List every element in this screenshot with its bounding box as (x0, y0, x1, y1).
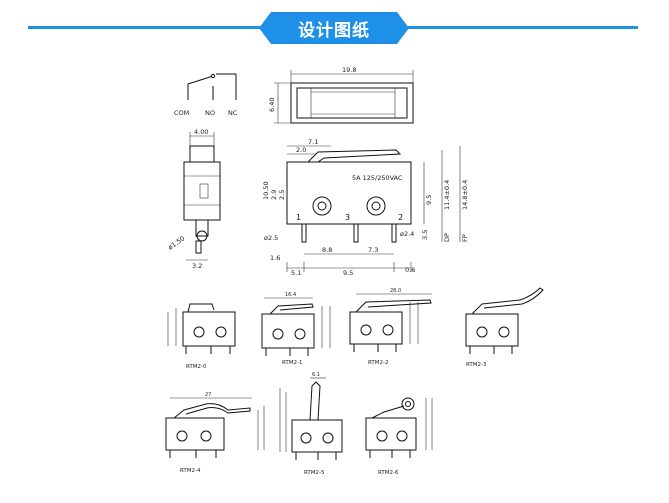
top-height-dim: 6.40 (268, 98, 276, 112)
right-hole-dim: ø2.4 (400, 230, 414, 238)
variant-name-rtm2-6: RTM2-6 (378, 470, 399, 476)
variant-name-rtm2-4: RTM2-4 (180, 468, 201, 474)
rating-text: 5A 125/250VAC (352, 174, 403, 182)
pin-spacing-1-3: 8.8 (322, 246, 332, 254)
variant-rtm2-0: RTM2-0 (167, 303, 236, 370)
pin-3-label: 3 (345, 213, 350, 222)
com-label: COM (174, 109, 189, 117)
pin-height-dim: 3.5 (421, 230, 429, 240)
no-label: NO (205, 109, 215, 117)
right-dim-2: 11.4±0.4 (443, 180, 451, 210)
front-view: 7.1 2.0 5A 125/250VAC 1 3 2 10.50 2.9 2.… (262, 138, 469, 277)
section-title: 设计图纸 (259, 12, 409, 44)
top-width-dim: 19.8 (342, 66, 356, 74)
variant-rtm2-6: RTM2-6 (365, 397, 433, 476)
side-width-dim: 4.00 (194, 128, 208, 136)
variant-lever-rtm2-4: 27 (205, 392, 211, 398)
height-dim-2: 2.9 (270, 190, 278, 200)
variant-name-rtm2-0: RTM2-0 (186, 364, 207, 370)
nc-label: NC (228, 109, 238, 117)
dp-label: DP (443, 233, 451, 242)
variant-lever-rtm2-1: 16.4 (285, 292, 296, 298)
right-dim-1: 9.5 (425, 195, 433, 205)
right-offset-dim: 0.6 (405, 266, 415, 274)
variant-name-rtm2-3: RTM2-3 (466, 362, 487, 368)
variant-lever-rtm2-5: 6.1 (312, 372, 320, 378)
side-offset-dim: 3.2 (192, 262, 202, 270)
height-dim-3: 2.5 (278, 190, 286, 200)
right-dim-3: 14.8±0.4 (461, 180, 469, 210)
pin-spacing-3-2: 7.3 (368, 246, 378, 254)
side-hole-dim: ø1.50 (167, 235, 187, 252)
lever-dim-b: 2.0 (296, 146, 306, 154)
height-dim-1: 10.50 (262, 181, 270, 200)
variant-rtm2-1: 16.4 RTM2-1 (261, 292, 331, 366)
pin-1-label: 1 (296, 213, 301, 222)
header-rule-left (28, 26, 268, 29)
lever-dim-a: 7.1 (308, 138, 318, 146)
variant-name-rtm2-1: RTM2-1 (282, 360, 303, 366)
variant-name-rtm2-2: RTM2-2 (368, 360, 389, 366)
variant-name-rtm2-5: RTM2-5 (304, 470, 325, 476)
pin-span-dim: 9.5 (343, 269, 353, 277)
side-view: 4.00 ø1.50 3.2 (167, 128, 221, 270)
header-rule-right (400, 26, 638, 29)
top-view: 19.8 6.40 (268, 66, 414, 124)
variant-rtm2-2: 28.0 RTM2-2 (349, 288, 432, 366)
pin-side-dim: 1.6 (270, 254, 280, 262)
left-offset-dim: 5.1 (291, 269, 301, 277)
pin-2-label: 2 (398, 213, 403, 222)
left-hole-dim: ø2.5 (264, 234, 278, 242)
variant-rtm2-5: 6.1 RTM2-5 (279, 372, 343, 476)
switch-schematic: COM NO NC (174, 73, 238, 117)
variant-lever-rtm2-2: 28.0 (390, 288, 401, 294)
variant-rtm2-4: 27 RTM2-4 (165, 392, 265, 474)
fp-label: FP (461, 234, 469, 242)
variant-rtm2-3: RTM2-3 (465, 287, 544, 368)
